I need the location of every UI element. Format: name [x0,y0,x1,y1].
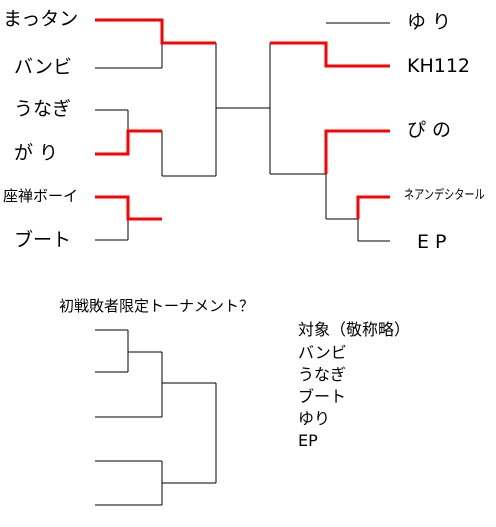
consolation-caption: 初戦敗者限定トーナメント？ [59,297,255,315]
entrant-left-4: が り [14,142,59,164]
consolation-bracket-lines [95,329,217,506]
entrant-left-5: 座禅ボーイ [3,187,79,205]
entrant-right-4: ネアンデシタール [404,188,485,203]
winner-path [95,195,162,221]
winner-path [95,18,216,45]
entrant-left-2: バンビ [14,56,72,78]
entrant-left-6: ブート [14,229,72,251]
consolation-participant: バンビ [298,343,347,362]
entrant-left-1: まっタン [3,8,79,30]
winner-path [95,129,162,156]
winner-path [356,195,390,219]
entrant-left-3: うなぎ [14,98,72,120]
winner-path [270,41,390,68]
consolation-participant: EP [298,431,318,450]
consolation-participant: ブート [298,387,347,406]
entrant-right-2: KH112 [407,55,471,77]
consolation-list-title: 対象（敬称略） [298,320,411,339]
consolation-participant: ゆり [298,409,331,428]
bracket-black-lines [95,22,390,242]
entrant-right-1: ゆ り [407,11,452,33]
consolation-participant: うなぎ [298,365,347,384]
entrant-right-5: E P [417,231,447,253]
entrant-right-3: ぴ の [407,119,452,141]
bracket-red-winner-lines [95,18,390,221]
winner-path [324,129,390,174]
